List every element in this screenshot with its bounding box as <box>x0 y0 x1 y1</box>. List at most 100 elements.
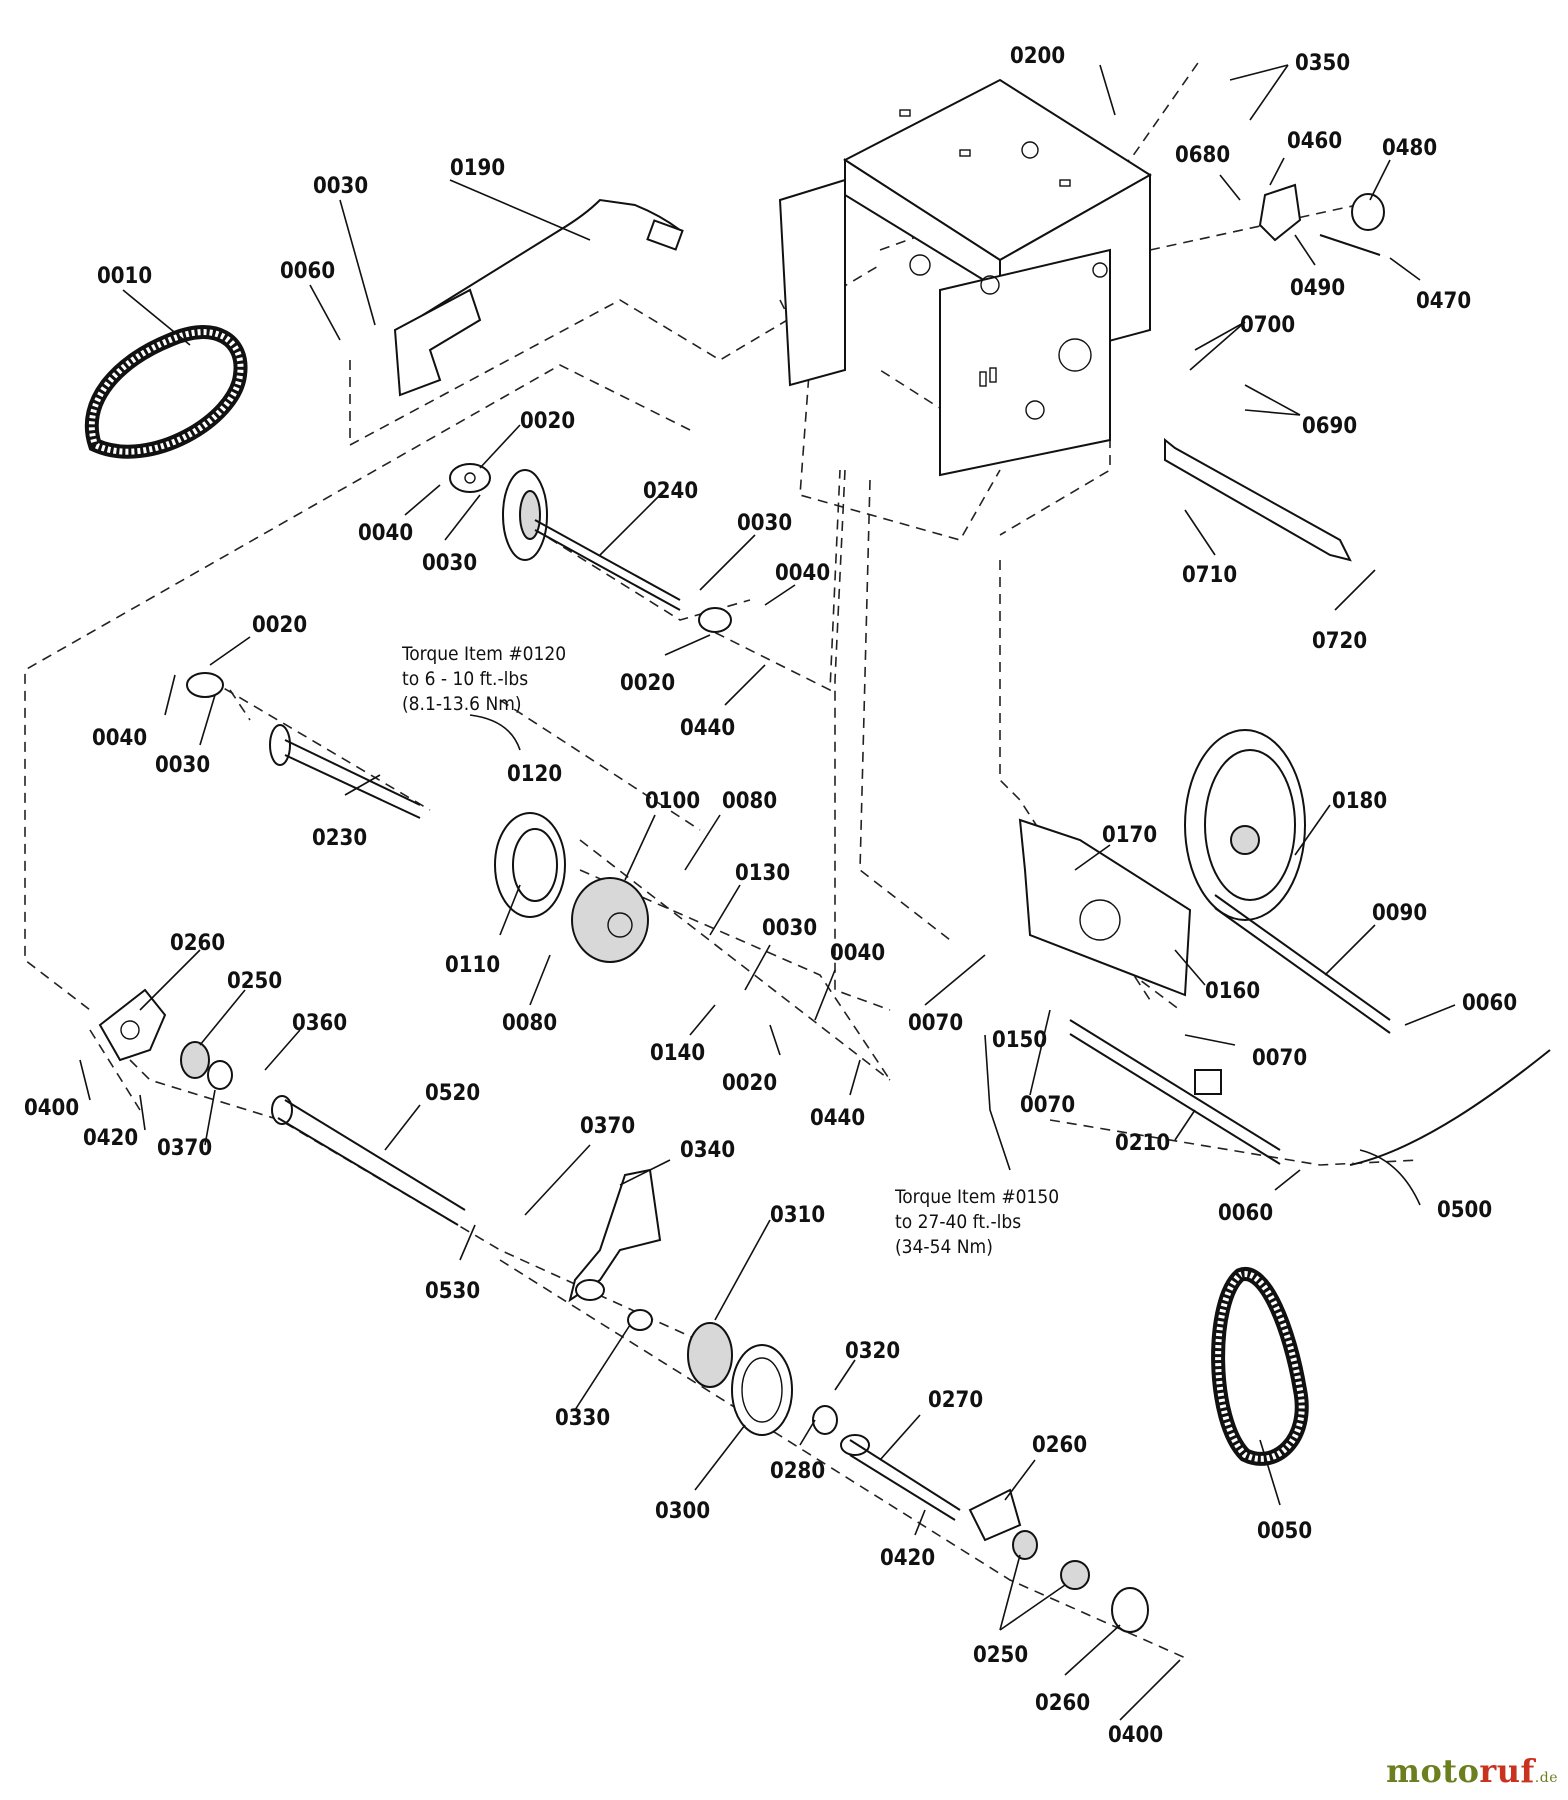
label-0060-a: 0060 <box>280 259 335 284</box>
label-0140: 0140 <box>650 1041 705 1066</box>
label-0060-c: 0060 <box>1218 1201 1273 1226</box>
label-0470: 0470 <box>1416 289 1471 314</box>
label-0690: 0690 <box>1302 414 1357 439</box>
label-0080-a: 0080 <box>722 789 777 814</box>
label-0240: 0240 <box>643 479 698 504</box>
shaft-0520 <box>271 1095 466 1226</box>
flange-0020a <box>449 463 491 493</box>
label-0460: 0460 <box>1287 129 1342 154</box>
label-0110: 0110 <box>445 953 500 978</box>
label-0030-a: 0030 <box>313 174 368 199</box>
label-0310: 0310 <box>770 1203 825 1228</box>
watermark-logo: motoruf.de <box>1386 1752 1558 1790</box>
label-0180: 0180 <box>1332 789 1387 814</box>
label-0060-b: 0060 <box>1462 991 1517 1016</box>
label-0070-a: 0070 <box>908 1011 963 1036</box>
shaft-0230 <box>186 672 421 819</box>
label-0280: 0280 <box>770 1459 825 1484</box>
label-0190: 0190 <box>450 156 505 181</box>
watermark-tld: .de <box>1534 1770 1558 1786</box>
label-0490: 0490 <box>1290 276 1345 301</box>
label-0440-b: 0440 <box>810 1106 865 1131</box>
label-0070-b: 0070 <box>1020 1093 1075 1118</box>
label-0400-a: 0400 <box>24 1096 79 1121</box>
label-0480: 0480 <box>1382 136 1437 161</box>
part-labels: 0010 0190 0030 0060 0200 0350 0680 0460 … <box>24 44 1517 1748</box>
label-0040-b: 0040 <box>775 561 830 586</box>
sprocket-0300 <box>627 1309 793 1436</box>
watermark-brand-a: moto <box>1386 1752 1480 1790</box>
bearing-0260a <box>98 988 233 1090</box>
label-0400-b: 0400 <box>1108 1723 1163 1748</box>
pulley-0180 <box>1184 729 1391 1034</box>
label-0710: 0710 <box>1182 563 1237 588</box>
label-0100: 0100 <box>645 789 700 814</box>
label-0420-a: 0420 <box>83 1126 138 1151</box>
label-0020-a: 0020 <box>520 409 575 434</box>
label-0250-a: 0250 <box>227 969 282 994</box>
torque-note-0150-line-2: to 27-40 ft.-lbs <box>895 1211 1021 1233</box>
label-0320: 0320 <box>845 1339 900 1364</box>
label-0150: 0150 <box>992 1028 1047 1053</box>
label-0520: 0520 <box>425 1081 480 1106</box>
label-0440-a: 0440 <box>680 716 735 741</box>
label-0500: 0500 <box>1437 1198 1492 1223</box>
torque-note-0120-line-3: (8.1-13.6 Nm) <box>402 693 522 715</box>
shaft-0270 <box>812 1405 961 1521</box>
label-0210: 0210 <box>1115 1131 1170 1156</box>
label-0200: 0200 <box>1010 44 1065 69</box>
label-0090: 0090 <box>1372 901 1427 926</box>
label-0300: 0300 <box>655 1499 710 1524</box>
shaft-0210 <box>1069 1019 1281 1165</box>
label-0250-b: 0250 <box>973 1643 1028 1668</box>
torque-note-0150: Torque Item #0150 to 27-40 ft.-lbs (34-5… <box>894 1186 1059 1258</box>
label-0020-d: 0020 <box>722 1071 777 1096</box>
arm-0340 <box>568 1168 662 1303</box>
label-0120: 0120 <box>507 762 562 787</box>
label-0030-c: 0030 <box>737 511 792 536</box>
torque-note-0150-line-1: Torque Item #0150 <box>894 1186 1059 1208</box>
label-0030-d: 0030 <box>155 753 210 778</box>
frame-housing <box>778 78 1152 477</box>
label-0080-b: 0080 <box>502 1011 557 1036</box>
bearing-0260b <box>968 1488 1149 1633</box>
chain-0010 <box>84 325 248 459</box>
bar-0710 <box>1164 437 1352 562</box>
label-0360: 0360 <box>292 1011 347 1036</box>
label-0020-b: 0020 <box>620 671 675 696</box>
torque-note-0120-line-1: Torque Item #0120 <box>401 643 566 665</box>
label-0720: 0720 <box>1312 629 1367 654</box>
label-0040-d: 0040 <box>830 941 885 966</box>
label-0050: 0050 <box>1257 1519 1312 1544</box>
leader-lines <box>79 64 1456 1721</box>
label-0010: 0010 <box>97 264 152 289</box>
label-0170: 0170 <box>1102 823 1157 848</box>
label-0420-b: 0420 <box>880 1546 935 1571</box>
label-0160: 0160 <box>1205 979 1260 1004</box>
label-0260-c: 0260 <box>1035 1691 1090 1716</box>
label-0070-c: 0070 <box>1252 1046 1307 1071</box>
label-0230: 0230 <box>312 826 367 851</box>
label-0030-e: 0030 <box>762 916 817 941</box>
label-0530: 0530 <box>425 1279 480 1304</box>
label-0350: 0350 <box>1295 51 1350 76</box>
bracket-0490 <box>1258 183 1385 256</box>
label-0330: 0330 <box>555 1406 610 1431</box>
torque-note-0150-line-3: (34-54 Nm) <box>895 1236 993 1258</box>
label-0260-b: 0260 <box>1032 1433 1087 1458</box>
sprocket-0240 <box>502 469 732 633</box>
label-0260-a: 0260 <box>170 931 225 956</box>
label-0040-a: 0040 <box>358 521 413 546</box>
label-0020-c: 0020 <box>252 613 307 638</box>
lever-0190 <box>393 198 684 397</box>
plate-0160 <box>1018 818 1192 997</box>
cable-0500 <box>1349 1049 1551 1166</box>
label-0370-b: 0370 <box>580 1114 635 1139</box>
label-0340: 0340 <box>680 1138 735 1163</box>
torque-note-0120-line-2: to 6 - 10 ft.-lbs <box>402 668 528 690</box>
torque-note-0120: Torque Item #0120 to 6 - 10 ft.-lbs (8.1… <box>401 643 566 715</box>
label-0130: 0130 <box>735 861 790 886</box>
label-0030-b: 0030 <box>422 551 477 576</box>
label-0370-a: 0370 <box>157 1136 212 1161</box>
